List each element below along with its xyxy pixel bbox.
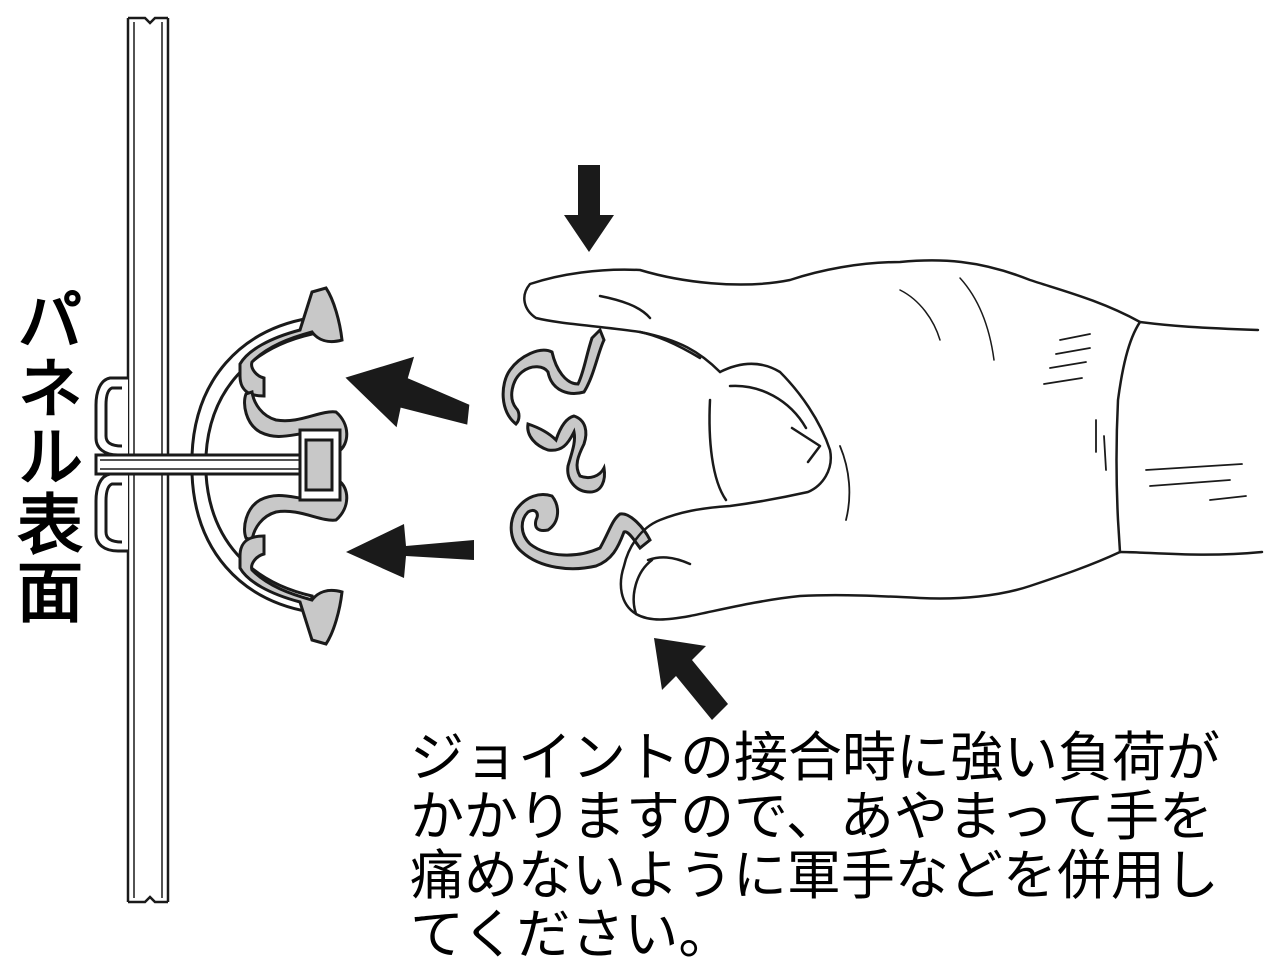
- gloved-hand-icon: [523, 259, 1264, 621]
- caution-note: ジョイントの接合時に強い負荷が かかりますので、あやまって手を 痛めないように軍…: [410, 728, 1270, 964]
- arrow-up-left-icon: [654, 638, 728, 720]
- panel-clip: [94, 376, 128, 553]
- mounted-joint-insert: [238, 286, 349, 646]
- arrow-down-icon: [564, 165, 614, 252]
- caution-line: 痛めないように軍手などを併用し: [410, 844, 1219, 907]
- caution-line: かかりますので、あやまって手を: [410, 785, 1213, 848]
- caution-line: てください。: [410, 903, 733, 964]
- joint-stem: [94, 453, 332, 476]
- arrow-left-icon: [345, 356, 470, 428]
- loose-joint-piece: [501, 327, 652, 571]
- panel-surface-label: パネル表面: [6, 286, 83, 626]
- caution-line: ジョイントの接合時に強い負荷が: [410, 726, 1220, 789]
- arrow-left-icon: [346, 524, 474, 578]
